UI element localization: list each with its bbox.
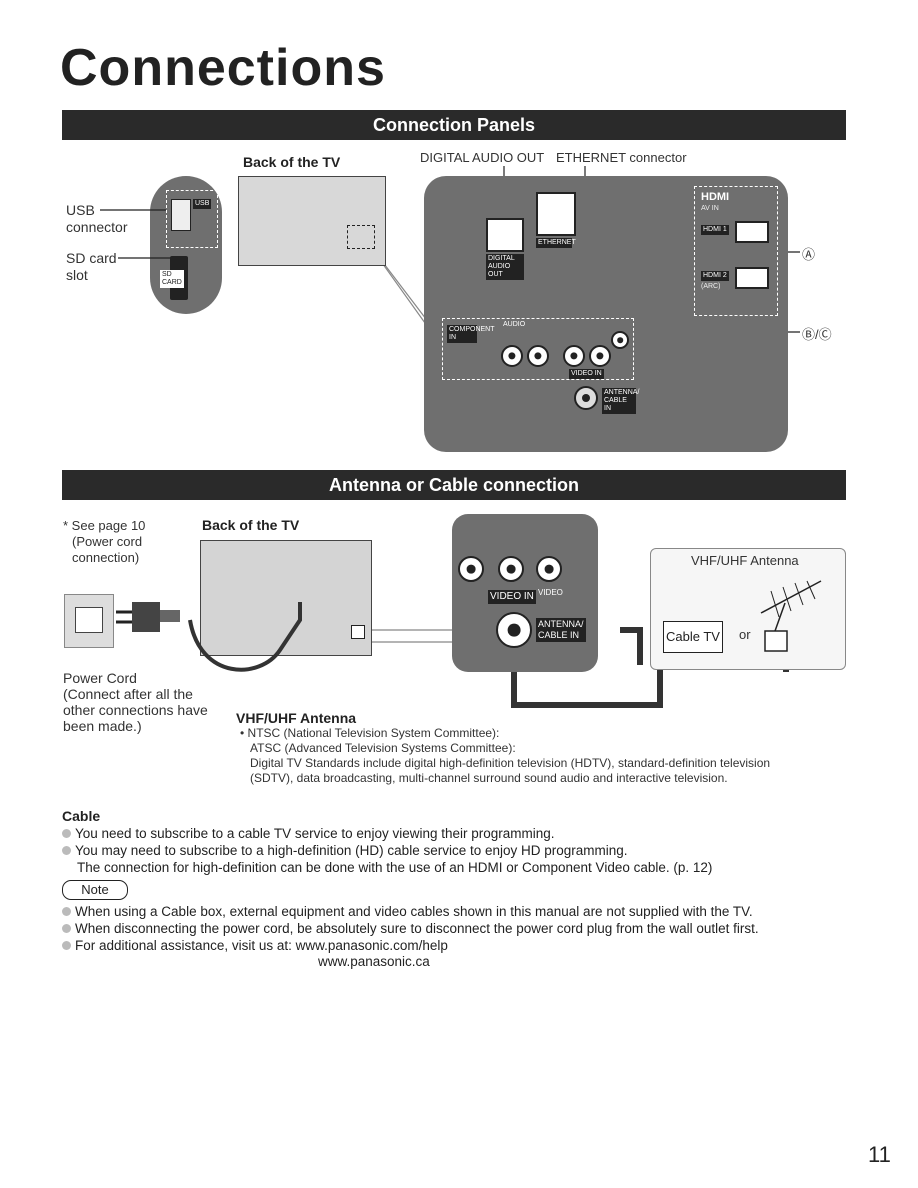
zoomed-antenna-panel: VIDEO IN VIDEO ANTENNA/CABLE IN	[452, 514, 598, 672]
cable-line1: You need to subscribe to a cable TV serv…	[62, 825, 555, 842]
back-of-tv-label: Back of the TV	[243, 154, 341, 170]
bullet-icon	[62, 829, 71, 838]
antenna-jack	[574, 386, 598, 410]
hdmi1-port	[735, 221, 769, 243]
power-cord-label: Power Cord	[63, 670, 137, 686]
zoom-antenna-jack	[496, 612, 532, 648]
cable-heading: Cable	[62, 808, 101, 824]
bullet-icon	[62, 941, 71, 950]
connect-after: (Connect after all the	[63, 686, 193, 702]
panel-highlight	[347, 225, 375, 249]
usb-label-2: connector	[66, 219, 128, 235]
section-banner-connection-panels: Connection Panels	[62, 110, 846, 140]
hdmi2-tag: HDMI 2	[701, 271, 729, 281]
side-panel: USB SD CARD	[150, 176, 222, 314]
bullet-icon	[62, 924, 71, 933]
tv-antenna-port	[351, 625, 365, 639]
component-tag: COMPONENT IN	[447, 325, 495, 343]
section-banner-antenna: Antenna or Cable connection	[62, 470, 846, 500]
note-line4: www.panasonic.ca	[318, 954, 430, 969]
or-label: or	[739, 627, 751, 642]
marker-bc: Ⓑ/Ⓒ	[802, 327, 832, 342]
wall-outlet	[64, 594, 114, 648]
note-line3: For additional assistance, visit us at: …	[62, 937, 448, 954]
note-line2: When disconnecting the power cord, be ab…	[62, 920, 759, 937]
marker-a: Ⓐ	[802, 247, 816, 262]
power-cord-connection: (Power cord	[72, 534, 143, 549]
cable-tv-box: Cable TV	[663, 621, 723, 653]
hdmi1-tag: HDMI 1	[701, 225, 729, 235]
bullet-icon	[62, 907, 71, 916]
back-of-tv-label-2: Back of the TV	[202, 517, 300, 533]
vhf-box-label: VHF/UHF Antenna	[691, 553, 799, 568]
connect-after-2: other connections have	[63, 702, 208, 718]
usb-port-area: USB	[166, 190, 218, 248]
zoom-jack-3	[536, 556, 562, 582]
usb-tag: USB	[193, 199, 212, 209]
pb-jack	[589, 345, 611, 367]
ethernet-connector-label: ETHERNET connector	[556, 150, 687, 165]
zoom-video-label: VIDEO	[538, 588, 563, 597]
note-badge: Note	[62, 880, 128, 900]
zoom-video-in-tag: VIDEO IN	[488, 590, 536, 604]
usb-label: USB	[66, 202, 95, 218]
audio-r-jack	[527, 345, 549, 367]
rear-connection-panel: DIGITAL AUDIO OUT ETHERNET HDMI AV IN HD…	[424, 176, 788, 452]
cable-line2: You may need to subscribe to a high-defi…	[62, 842, 628, 859]
av-in-label: AV IN	[701, 205, 719, 212]
component-area: COMPONENT IN AUDIO VIDEO IN	[442, 318, 634, 380]
arc-label: (ARC)	[701, 283, 721, 290]
vhf-line4: (SDTV), data broadcasting, multi-channel…	[250, 771, 728, 785]
hdmi2-port	[735, 267, 769, 289]
outlet-socket	[75, 607, 103, 633]
sd-tag: SD CARD	[160, 270, 184, 288]
zoom-antenna-tag: ANTENNA/CABLE IN	[536, 618, 586, 642]
hdmi-area: HDMI AV IN HDMI 1 HDMI 2 (ARC)	[694, 186, 778, 316]
antenna-icon	[760, 580, 822, 652]
connect-after-3: been made.)	[63, 718, 142, 734]
power-plug-icon	[116, 602, 180, 632]
vhf-heading: VHF/UHF Antenna	[236, 710, 357, 726]
page-title: Connections	[60, 39, 386, 97]
source-box: VHF/UHF Antenna Cable TV or	[650, 548, 846, 670]
digital-audio-out-port	[486, 218, 524, 252]
sd-card-label-2: slot	[66, 267, 88, 283]
back-of-tv-sketch	[238, 176, 386, 266]
bullet-icon	[62, 846, 71, 855]
page-number: 11	[868, 1142, 891, 1167]
hdmi-logo: HDMI	[701, 191, 730, 203]
power-cord-connection-2: connection)	[72, 550, 140, 565]
vhf-line3: Digital TV Standards include digital hig…	[250, 756, 771, 770]
y-jack	[611, 331, 629, 349]
digital-audio-out-label: DIGITAL AUDIO OUT	[420, 150, 545, 165]
vhf-line2: ATSC (Advanced Television Systems Commit…	[250, 741, 516, 755]
zoom-jack-1	[458, 556, 484, 582]
video-in-tag: VIDEO IN	[569, 369, 604, 379]
ethernet-port	[536, 192, 576, 236]
ethernet-tag: ETHERNET	[536, 238, 576, 248]
pr-jack	[563, 345, 585, 367]
note-line1: When using a Cable box, external equipme…	[62, 903, 753, 920]
digital-audio-tag: DIGITAL AUDIO OUT	[486, 254, 524, 280]
audio-tag: AUDIO	[503, 321, 526, 328]
antenna-tag: ANTENNA/ CABLE IN	[602, 388, 640, 414]
sd-card-label: SD card	[66, 250, 117, 266]
see-page-note: * See page 10	[63, 518, 146, 533]
usb-port	[171, 199, 191, 231]
vhf-line1: • NTSC (National Television System Commi…	[240, 726, 500, 740]
audio-l-jack	[501, 345, 523, 367]
tv-back-sketch	[200, 540, 372, 656]
zoom-jack-2	[498, 556, 524, 582]
cable-line3: The connection for high-definition can b…	[77, 860, 713, 875]
